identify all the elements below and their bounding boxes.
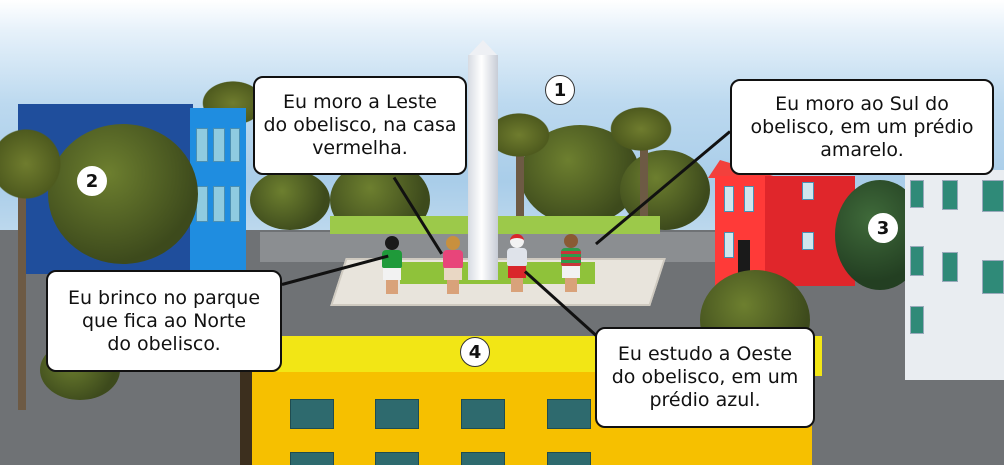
tree [48,124,198,264]
palm-trunk [516,130,524,240]
window [213,128,225,162]
child-cap-red-shorts [507,234,527,292]
window [547,399,591,429]
bubble-line: obelisco, em um prédio [750,115,974,138]
window [461,452,505,465]
palm-leaves [0,124,66,204]
palm-trunk [18,150,26,410]
marker-3: 3 [868,213,898,243]
marker-4: 4 [460,337,490,367]
obelisk [468,55,498,280]
window [802,182,814,200]
window [230,186,240,222]
window [982,260,1004,294]
window [461,399,505,429]
window [375,452,419,465]
speech-bubble-north: Eu brinco no parque que fica ao Norte do… [46,270,282,372]
window [290,452,334,465]
palm-trunk [640,120,648,230]
window [910,246,924,276]
window [744,186,754,212]
marker-1: 1 [545,75,575,105]
bubble-line: do obelisco, em um [611,366,799,388]
bubble-line: do obelisco, na casa [263,114,457,136]
bubble-line: do obelisco. [107,332,221,355]
window [910,180,924,208]
window [942,252,958,282]
bubble-line: que fica ao Norte [81,309,247,332]
window [213,186,225,222]
window [547,452,591,465]
obelisk-tip [468,40,498,56]
bubble-line: prédio azul. [649,389,761,411]
speech-bubble-east: Eu moro a Leste do obelisco, na casa ver… [253,76,467,175]
child-pink-shirt [443,236,463,294]
street-lane [260,232,740,262]
window [942,180,958,210]
window [910,306,924,334]
child-green-shirt [382,236,402,294]
bubble-line: Eu brinco no parque [67,286,261,309]
bubble-line: Eu moro a Leste [283,91,437,113]
window [230,128,240,162]
bubble-line: Eu estudo a Oeste [617,343,793,365]
window [724,186,734,212]
window [982,180,1004,212]
window [196,128,208,162]
bubble-line: Eu moro ao Sul do [775,92,949,115]
window [375,399,419,429]
speech-bubble-west: Eu estudo a Oeste do obelisco, em um pré… [595,327,815,428]
tree [250,170,330,230]
window [802,232,814,250]
window [290,399,334,429]
yellow-building-edge [240,372,254,465]
window [724,232,734,258]
marker-2: 2 [77,166,107,196]
bubble-line: vermelha. [312,137,408,159]
speech-bubble-south: Eu moro ao Sul do obelisco, em um prédio… [730,79,994,175]
bubble-line: amarelo. [820,138,904,161]
palm-leaves [606,104,676,154]
child-striped-shirt [561,234,581,292]
